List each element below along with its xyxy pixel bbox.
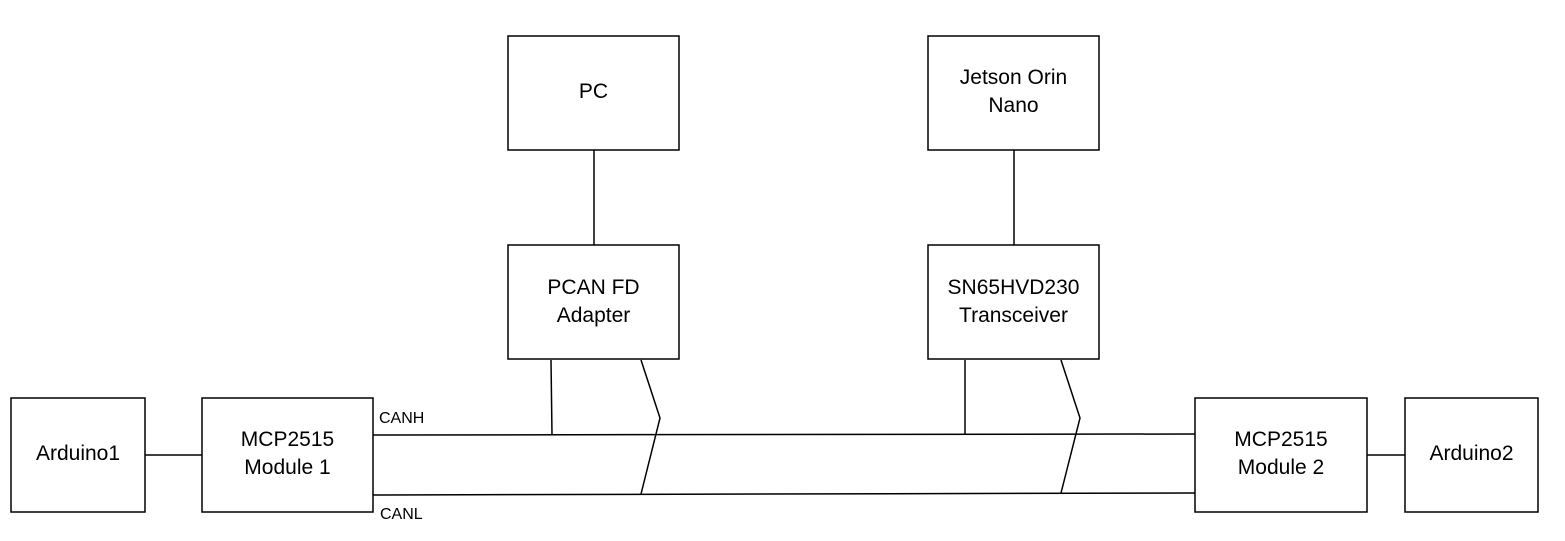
pcan-box — [507, 244, 680, 360]
arduino1-box — [10, 397, 146, 513]
sn65-label-line-2: Transceiver — [959, 304, 1068, 327]
arduino1-label: Arduino1 — [36, 442, 120, 465]
jetson-label-line-1: Jetson Orin — [960, 66, 1067, 89]
mcp2-node: MCP2515 Module 2 — [1194, 397, 1368, 513]
arduino2-label: Arduino2 — [1429, 442, 1513, 465]
canl-bus-line — [372, 492, 1196, 496]
mcp1-label-line-1: MCP2515 — [241, 428, 334, 451]
pcan-canh-tap — [550, 359, 553, 436]
canl-label: CANL — [380, 506, 423, 523]
pc-box — [507, 35, 680, 151]
mcp1-node: MCP2515 Module 1 — [201, 397, 374, 513]
pcan-node: PCAN FD Adapter — [507, 244, 680, 360]
arduino1-node: Arduino1 — [10, 397, 146, 513]
canh-bus-line — [372, 433, 1196, 436]
pc-node: PC — [507, 35, 680, 151]
sn65-node: SN65HVD230 Transceiver — [927, 244, 1100, 360]
pcan-canl-tap — [640, 359, 661, 495]
mcp1-box — [201, 397, 374, 513]
mcp2-label-line-2: Module 2 — [1238, 456, 1324, 479]
pcan-label-line-2: Adapter — [557, 304, 631, 327]
sn65-label-line-1: SN65HVD230 — [948, 276, 1080, 299]
sn65-box — [927, 244, 1100, 360]
jetson-box — [927, 35, 1100, 151]
mcp2-box — [1194, 397, 1368, 513]
jetson-label-line-2: Nano — [988, 94, 1038, 117]
sn65-canl-tap — [1060, 359, 1081, 494]
mcp2-label-line-1: MCP2515 — [1234, 428, 1327, 451]
canh-label: CANH — [379, 410, 424, 427]
pcan-label-line-1: PCAN FD — [547, 276, 639, 299]
pc-label: PC — [579, 80, 608, 103]
arduino2-node: Arduino2 — [1404, 397, 1539, 513]
arduino2-box — [1404, 397, 1539, 513]
jetson-node: Jetson Orin Nano — [927, 35, 1100, 151]
connections — [145, 150, 1405, 496]
mcp1-label-line-2: Module 1 — [244, 456, 330, 479]
